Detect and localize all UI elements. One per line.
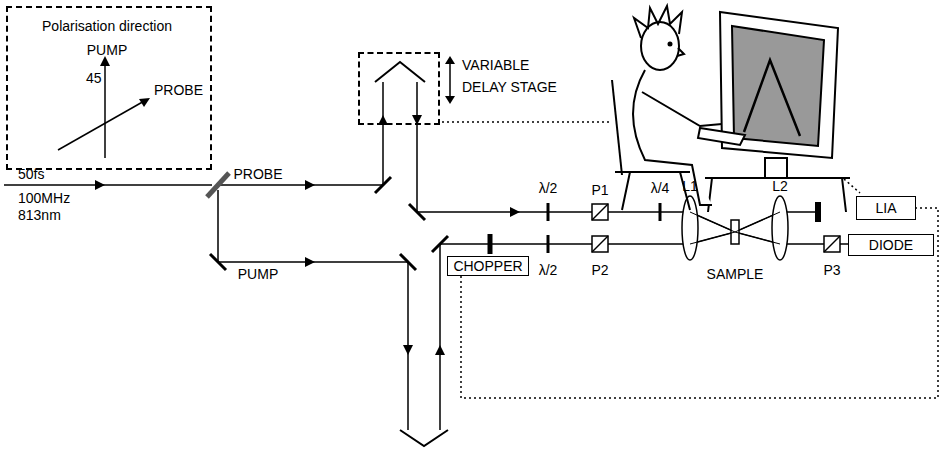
person-head [641,22,679,70]
part-label: PUMP [238,266,278,282]
part-label: L2 [772,178,788,194]
arrow-head [305,257,315,267]
angle-label: 45 [86,70,102,86]
arrow-head [403,345,413,355]
person-arm [642,92,722,126]
pump-label: PUMP [87,42,127,58]
probe-beam [735,212,780,232]
part-label: 100MHz [18,190,70,206]
pump-beam [690,232,735,244]
person-nose [677,48,684,56]
person-eye [669,43,672,46]
part-label: 50fs [18,166,44,182]
arrow-head [139,98,150,107]
box-title: Polarisation direction [42,18,172,34]
half-wave-plate [547,235,550,253]
mirror [210,254,226,270]
box-label: DIODE [869,237,913,253]
delay-arrow [449,60,451,100]
delay-stage: VARIABLE DELAY STAGE [358,52,440,125]
part-label: P2 [591,262,608,278]
box-label: CHOPPER [453,258,522,274]
arrow-head [95,180,105,190]
person-body [633,70,712,205]
arrow-head [435,345,445,355]
mirror [375,177,391,193]
polariser-cube [592,236,608,252]
screen-trace [744,60,800,136]
stage-label: VARIABLE DELAY STAGE [462,54,562,98]
control-line [844,179,860,193]
polariser-cube [824,236,840,252]
chopper-blade [488,234,493,254]
signal-connector [461,208,938,398]
part-label: λ/2 [539,262,558,278]
person-hair [634,6,682,38]
chair [615,172,690,210]
probe-polarisation-arrow [58,100,146,150]
lock-in-box: LIA [856,196,916,220]
probe-beam [690,212,735,232]
part-label: λ/2 [539,180,558,196]
chopper-box: CHOPPER [447,256,529,276]
control-line [442,121,610,123]
arrow-head [510,207,520,217]
part-label: L1 [682,178,698,194]
arrow-head [305,180,315,190]
arrow-head [445,56,455,64]
beamsplitter [207,173,229,197]
part-label: 813nm [18,207,61,223]
pump-retroreflector [400,430,448,446]
monitor-stand [765,158,787,178]
keyboard [698,128,745,145]
pump-beam [440,244,690,430]
pump-beam [218,190,408,430]
polariser-cube [592,204,608,220]
part-label: PROBE [233,166,282,182]
part-label: P3 [823,262,840,278]
lens [772,196,788,260]
pump-beam [735,232,780,244]
monitor-screen [732,26,824,146]
beam-block [815,202,821,222]
arrow-head [445,96,455,104]
mirror [432,236,448,252]
lens [682,196,698,260]
probe-label: PROBE [154,82,203,98]
desk [705,178,850,212]
polariser-cube [824,236,840,252]
probe-retroreflector [375,62,425,82]
half-wave-plate [547,203,550,221]
box-label: LIA [875,200,896,216]
polariser-cube [592,204,608,220]
polarisation-box: Polarisation directionPUMP 45PROBE [6,6,212,170]
chair [612,80,622,175]
computer-user [612,6,850,212]
mirror [409,204,425,220]
part-label: SAMPLE [707,266,764,282]
pump-polarisation-arrow [104,62,106,158]
polariser-cube [592,236,608,252]
quarter-wave-plate [659,203,662,221]
input-beam [4,184,212,186]
part-label: P1 [591,182,608,198]
diode-box: DIODE [848,234,934,256]
mirror [400,254,416,270]
probe-beam [690,212,815,232]
part-label: λ/4 [651,180,670,196]
